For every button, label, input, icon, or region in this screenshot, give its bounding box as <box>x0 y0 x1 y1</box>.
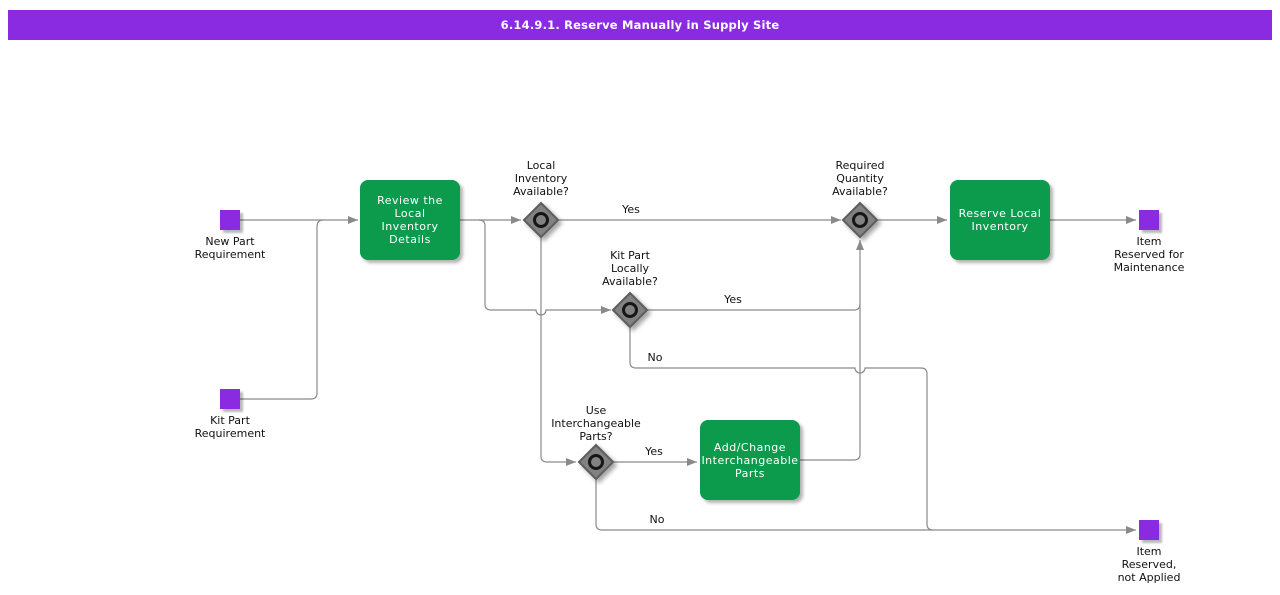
edge-label-use-no: No <box>649 513 665 526</box>
end-event-reserved-maintenance-label: Item Reserved for Maintenance <box>1113 235 1185 274</box>
diamond-shape <box>611 291 649 329</box>
start-event-kit-part <box>220 389 240 409</box>
gateway-local-inventory-available <box>522 201 560 239</box>
diamond-shape <box>841 201 879 239</box>
start-event-new-part <box>220 210 240 230</box>
edge-use-no-line <box>595 480 1136 534</box>
header-bar: 6.14.9.1. Reserve Manually in Supply Sit… <box>8 10 1272 40</box>
gateway-kit-part-locally-available <box>611 291 649 329</box>
edge-kit-no-line <box>629 328 934 531</box>
gateway-circle-icon <box>618 298 642 322</box>
edge-label-use-yes: Yes <box>645 445 663 458</box>
end-event-not-applied-label: Item Reserved, not Applied <box>1117 545 1181 584</box>
diamond-shape <box>577 443 615 481</box>
gateway-kit-part-label: Kit Part Locally Available? <box>602 249 658 288</box>
end-event-not-applied <box>1139 520 1159 540</box>
edge-branch-to-kit-gateway <box>478 219 611 316</box>
edge-add-change-up-to-required-gateway <box>800 240 864 461</box>
edge-kit-yes-line <box>648 303 861 311</box>
gateway-local-inventory-label: Local Inventory Available? <box>513 159 569 198</box>
edge-kit-part-merge <box>240 219 324 400</box>
activity-add-change-interchangeable-parts[interactable]: Add/Change Interchangeable Parts <box>700 420 800 500</box>
page-title: 6.14.9.1. Reserve Manually in Supply Sit… <box>500 18 780 32</box>
activity-review-local-inventory[interactable]: Review the Local Inventory Details <box>360 180 460 260</box>
end-event-reserved-maintenance <box>1139 210 1159 230</box>
edge-label-kit-no: No <box>647 351 663 364</box>
gateway-circle-icon <box>584 450 608 474</box>
gateway-use-interchangeable-parts <box>577 443 615 481</box>
start-event-new-part-label: New Part Requirement <box>194 235 266 261</box>
gateway-use-interchangeable-label: Use Interchangeable Parts? <box>551 404 641 443</box>
gateway-required-quantity-label: Required Quantity Available? <box>832 159 888 198</box>
gateway-circle-icon <box>848 208 872 232</box>
edge-label-kit-yes: Yes <box>724 293 742 306</box>
edge-local-down-to-use-gateway <box>540 238 576 466</box>
gateway-required-quantity-available <box>841 201 879 239</box>
gateway-circle-icon <box>529 208 553 232</box>
start-event-kit-part-label: Kit Part Requirement <box>194 414 266 440</box>
activity-reserve-local-inventory[interactable]: Reserve Local Inventory <box>950 180 1050 260</box>
diamond-shape <box>522 201 560 239</box>
edge-label-local-yes: Yes <box>622 203 640 216</box>
